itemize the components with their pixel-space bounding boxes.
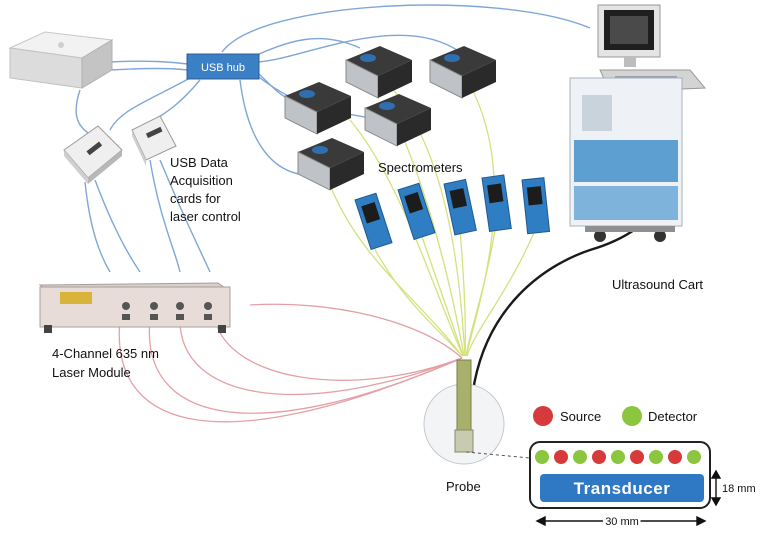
usb-cables [75, 4, 591, 273]
spectrometer-board-2 [397, 182, 436, 241]
daq-label-line4: laser control [170, 209, 241, 224]
legend-detector-label: Detector [648, 409, 698, 424]
spectrometer-box-2 [429, 46, 496, 99]
daq-label: USB Data Acquisition cards for laser con… [170, 155, 241, 224]
height-dimension [710, 469, 722, 507]
ultrasound-cart [569, 4, 707, 242]
optode-detector [573, 450, 587, 464]
transducer-element [540, 474, 704, 502]
optode-row [535, 450, 701, 464]
spectrometer-board-4 [481, 174, 512, 233]
usb-hub-label: USB hub [201, 62, 245, 74]
legend: Source Detector [533, 406, 698, 426]
probe-label: Probe [446, 479, 481, 494]
daq-card-2 [131, 115, 177, 166]
fiber-cables-red [118, 303, 463, 423]
optode-source [630, 450, 644, 464]
usb-hub: USB hub [186, 53, 260, 80]
daq-label-line1: USB Data [170, 155, 229, 170]
spectrometer-box-3 [284, 82, 351, 135]
optode-detector [649, 450, 663, 464]
height-dimension-label: 18 mm [722, 483, 756, 495]
legend-detector-swatch [622, 406, 642, 426]
optode-detector [611, 450, 625, 464]
laser-label-line1: 4-Channel 635 nm [52, 346, 159, 361]
optode-detector [687, 450, 701, 464]
transducer-array: Transducer [529, 441, 711, 509]
laser-label-line2: Laser Module [52, 365, 131, 380]
daq-card-1 [63, 125, 123, 184]
spectrometer-board-5 [521, 177, 551, 235]
optode-source [554, 450, 568, 464]
optode-source [592, 450, 606, 464]
laser-module [38, 282, 231, 333]
width-dimension [535, 515, 707, 527]
spectrometer-box-5 [297, 138, 364, 191]
spectrometer-board-1 [354, 192, 393, 251]
computer-icon [8, 31, 114, 89]
transducer-label: Transducer [574, 479, 671, 498]
spectrometer-box-4 [364, 94, 431, 147]
legend-source-swatch [533, 406, 553, 426]
daq-label-line2: Acquisition [170, 173, 233, 188]
spectrometers-label: Spectrometers [378, 160, 463, 175]
spectrometer-board-3 [443, 178, 477, 236]
ultrasound-cart-label: Ultrasound Cart [612, 277, 703, 292]
probe [423, 359, 531, 465]
daq-label-line3: cards for [170, 191, 221, 206]
spectrometer-box-1 [345, 46, 412, 99]
legend-source-label: Source [560, 409, 601, 424]
optode-detector [535, 450, 549, 464]
width-dimension-label: 30 mm [605, 516, 639, 528]
optode-source [668, 450, 682, 464]
